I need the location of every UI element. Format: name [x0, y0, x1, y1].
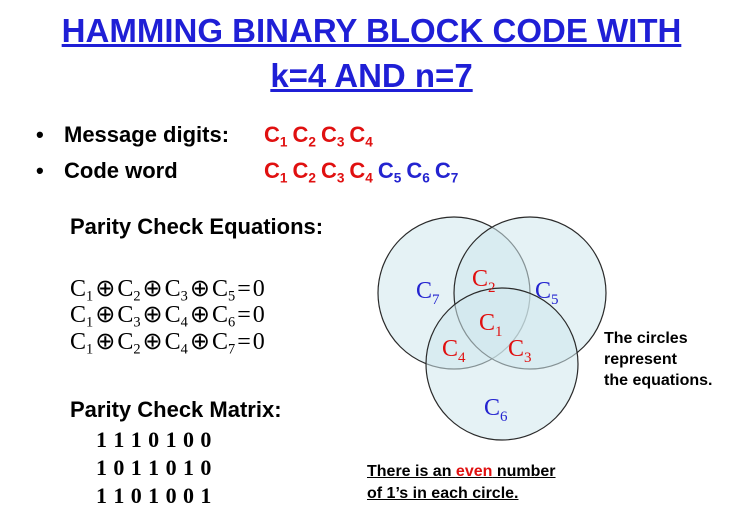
matrix-cell: 1 — [113, 427, 125, 452]
equals-sign: = — [237, 302, 251, 328]
note-line: represent — [604, 351, 677, 368]
page-title-line-2: k=4 AND n=7 — [270, 57, 473, 94]
equation-circle-bottom — [425, 287, 579, 441]
code-digit: C1 — [264, 122, 288, 150]
parity-matrix-heading: Parity Check Matrix: — [70, 397, 282, 422]
xor-operator: ⊕ — [95, 329, 116, 355]
venn-label-c6: C6 — [484, 395, 508, 425]
matrix-cell: 1 — [113, 483, 125, 508]
equation-term: C4 — [164, 302, 188, 331]
matrix-cell: 1 — [165, 427, 177, 452]
equation-term: C1 — [70, 276, 94, 305]
venn-label-c2: C2 — [472, 266, 496, 296]
code-digit: C3 — [320, 158, 345, 186]
equals-sign: = — [237, 276, 251, 302]
equation-term: C6 — [211, 302, 236, 331]
matrix-cell: 1 — [96, 455, 107, 480]
xor-operator: ⊕ — [95, 276, 116, 302]
equation-rhs: 0 — [252, 302, 265, 328]
xor-operator: ⊕ — [189, 302, 210, 328]
matrix-cell: 0 — [200, 427, 212, 452]
code-digit: C4 — [349, 158, 373, 186]
xor-operator: ⊕ — [142, 329, 163, 355]
venn-label-c3: C3 — [508, 336, 532, 366]
bullet-dot: • — [36, 122, 44, 147]
footer-text: There is an — [367, 463, 456, 480]
matrix-cell: 1 — [130, 427, 142, 452]
parity-equation: C1⊕C3⊕C4⊕C6=0 — [70, 302, 265, 331]
circles-note: The circles represent the equations. — [604, 328, 712, 391]
matrix-cell: 0 — [200, 455, 212, 480]
equation-term: C5 — [211, 276, 236, 305]
xor-operator: ⊕ — [142, 276, 163, 302]
matrix-cell: 1 — [148, 455, 160, 480]
parity-equation: C1⊕C2⊕C4⊕C7=0 — [70, 329, 265, 358]
xor-operator: ⊕ — [95, 302, 116, 328]
bullet-label: Code word — [64, 158, 178, 183]
xor-operator: ⊕ — [189, 329, 210, 355]
note-line: the equations. — [604, 372, 713, 389]
parity-equations-heading: Parity Check Equations: — [70, 214, 324, 239]
equation-term: C1 — [70, 302, 94, 331]
venn-label-c1: C1 — [479, 310, 503, 340]
footer-highlight: even — [455, 463, 493, 480]
equation-term: C7 — [211, 329, 236, 358]
matrix-cell: 0 — [182, 427, 194, 452]
equals-sign: = — [237, 329, 251, 355]
matrix-cell: 1 — [148, 483, 160, 508]
venn-label-c4: C4 — [442, 336, 466, 366]
matrix-cell: 0 — [148, 427, 160, 452]
code-digit: C4 — [349, 122, 373, 150]
equation-term: C3 — [117, 302, 141, 331]
note-line: The circles — [604, 330, 688, 347]
bullet-dot: • — [36, 158, 44, 183]
matrix-cell: 0 — [130, 483, 142, 508]
code-digit: C6 — [406, 158, 430, 186]
matrix-cell: 1 — [200, 483, 212, 508]
matrix-cell: 0 — [165, 455, 177, 480]
equation-term: C1 — [70, 329, 94, 358]
code-digit: C2 — [292, 122, 316, 150]
equation-term: C4 — [164, 329, 188, 358]
matrix-cell: 1 — [182, 455, 194, 480]
footer-line-2: of 1’s in each circle. — [367, 485, 519, 502]
equation-rhs: 0 — [252, 329, 265, 355]
equation-term: C3 — [164, 276, 188, 305]
xor-operator: ⊕ — [189, 276, 210, 302]
venn-label-c5: C5 — [535, 278, 559, 308]
matrix-cell: 1 — [96, 483, 107, 508]
matrix-cell: 1 — [130, 455, 142, 480]
xor-operator: ⊕ — [142, 302, 163, 328]
equation-term: C2 — [117, 276, 141, 305]
code-digit: C3 — [320, 122, 345, 150]
matrix-cell: 1 — [96, 427, 107, 452]
code-digit: C5 — [377, 158, 402, 186]
matrix-cell: 0 — [182, 483, 194, 508]
bullet-label: Message digits: — [64, 122, 230, 147]
equation-rhs: 0 — [252, 276, 265, 302]
matrix-cell: 0 — [165, 483, 177, 508]
footer-text: number — [492, 463, 556, 480]
code-digit: C2 — [292, 158, 316, 186]
page-title-line-1: HAMMING BINARY BLOCK CODE WITH — [61, 12, 682, 49]
footer-line-1: There is an even number — [367, 463, 556, 481]
matrix-cell: 0 — [113, 455, 125, 480]
code-digit: C1 — [264, 158, 288, 186]
code-digit: C7 — [434, 158, 459, 186]
venn-label-c7: C7 — [416, 278, 440, 308]
equation-term: C2 — [117, 329, 141, 358]
parity-equation: C1⊕C2⊕C3⊕C5=0 — [70, 276, 265, 305]
